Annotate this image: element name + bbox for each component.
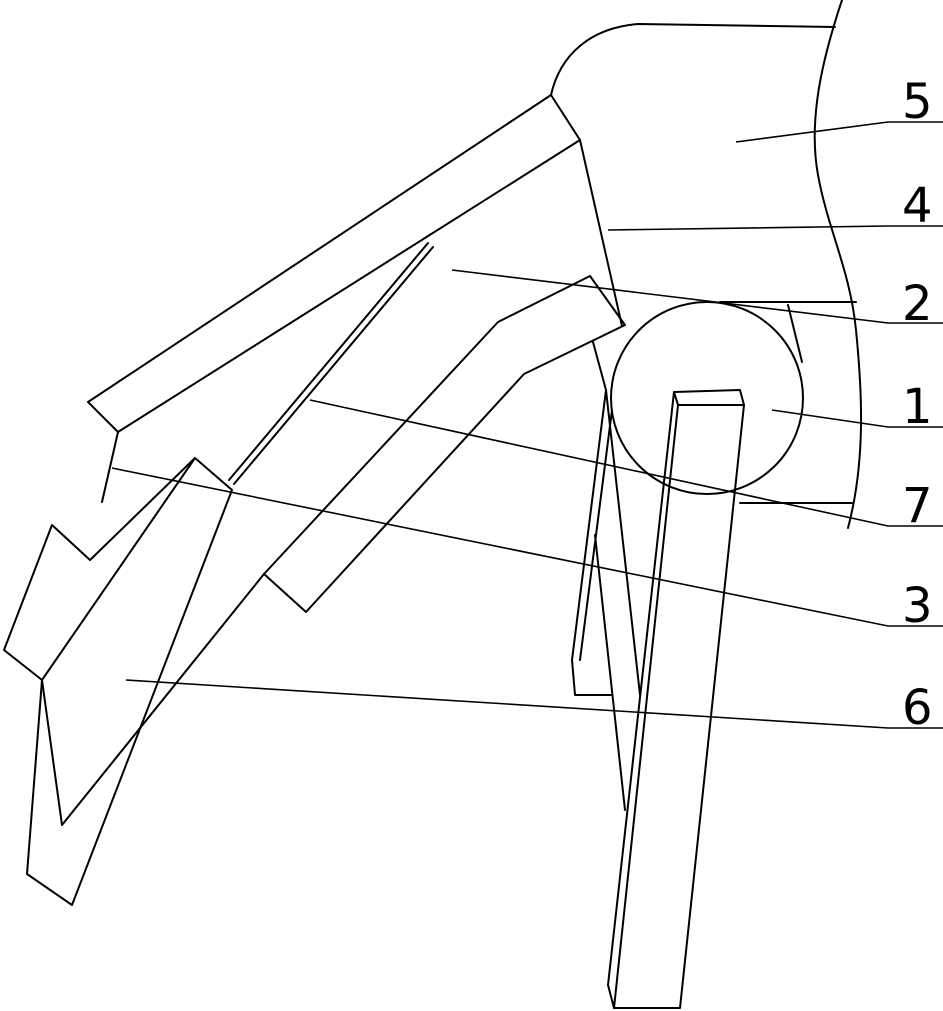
housing-right-edge	[813, 0, 863, 529]
leader-2	[451, 269, 943, 324]
bracket-outer	[571, 389, 613, 696]
roller-part-1	[592, 301, 804, 495]
rod-line-a	[228, 242, 429, 481]
rod-part-7	[228, 242, 434, 485]
leader-1	[771, 409, 943, 428]
leader-lines	[111, 121, 943, 729]
blade-inner-edge	[41, 457, 196, 681]
upper-frame-wall	[579, 139, 623, 327]
blade-lower-edge	[41, 679, 63, 826]
callout-3: 3	[902, 578, 933, 634]
vertical-arm	[607, 389, 745, 1009]
callout-7: 7	[902, 478, 933, 534]
leader-4	[607, 225, 943, 231]
leader-7	[309, 399, 943, 527]
leader-5	[735, 121, 943, 143]
housing-part-5	[550, 0, 863, 529]
arm-top-face	[673, 389, 745, 406]
arm-bottom-side	[607, 984, 615, 1009]
upper-frame-outer	[87, 94, 581, 433]
rod-line-b	[233, 246, 434, 485]
leader-3	[111, 467, 943, 627]
roller-circle	[610, 301, 804, 495]
inner-bracket	[571, 389, 641, 811]
bracket-diagonal-a	[605, 389, 641, 696]
callout-1: 1	[902, 379, 933, 435]
callout-labels: 5 4 2 1 7 3 6	[902, 74, 933, 736]
callout-5: 5	[902, 74, 933, 130]
blade-outline	[3, 457, 233, 906]
frame-part-4	[87, 94, 623, 503]
sheet-diagonal	[61, 573, 265, 826]
bracket-diagonal-b	[594, 534, 626, 811]
lower-left-wall	[101, 431, 119, 503]
arm-side-edge	[607, 391, 675, 986]
housing-outline	[550, 23, 836, 96]
callout-6: 6	[902, 680, 933, 736]
roller-support-top	[787, 304, 803, 363]
callout-4: 4	[902, 178, 933, 234]
arm-front-face	[613, 404, 745, 1009]
blade-part-3	[3, 457, 265, 906]
callout-2: 2	[902, 276, 933, 332]
leader-6	[125, 679, 943, 729]
roller-support-left	[592, 341, 607, 391]
